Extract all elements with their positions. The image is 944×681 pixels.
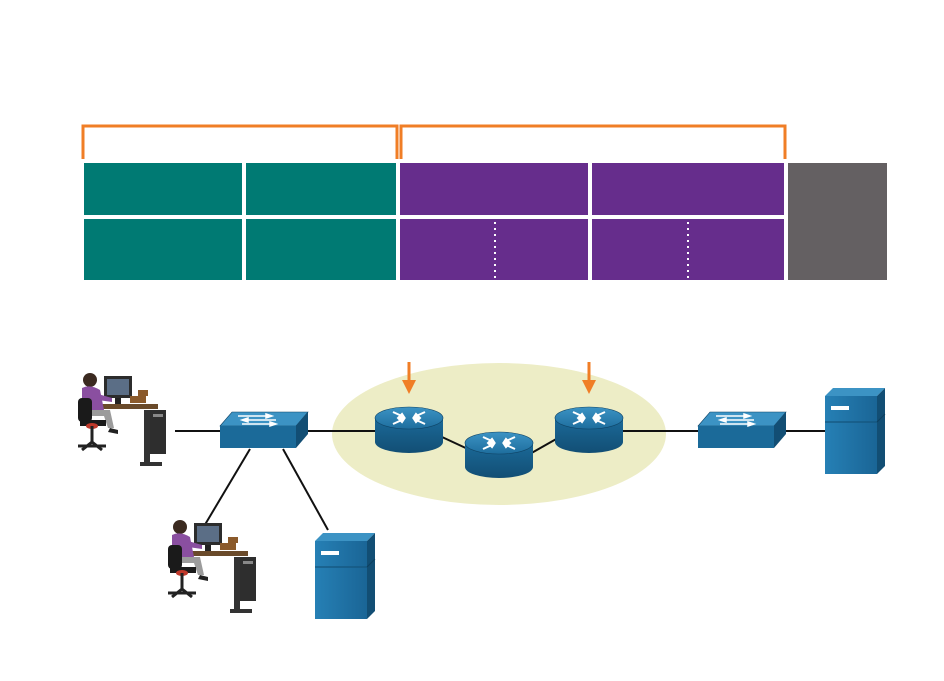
router-1[interactable]: [374, 406, 444, 454]
server-icon: [824, 387, 886, 475]
bracket-left: [81, 124, 399, 159]
router-3[interactable]: [554, 406, 624, 454]
switch-2[interactable]: [697, 411, 787, 449]
router-icon: [374, 406, 444, 454]
teal-cell-1: [84, 163, 242, 215]
switch-icon: [219, 411, 309, 449]
router-icon: [464, 431, 534, 479]
server-icon: [314, 532, 376, 620]
teal-cell-2: [246, 163, 396, 215]
server-2[interactable]: [824, 387, 886, 475]
teal-cell-4: [246, 219, 396, 280]
host-pc-2[interactable]: [166, 518, 258, 615]
server-1[interactable]: [314, 532, 376, 620]
switch-1[interactable]: [219, 411, 309, 449]
frame-header-table: [84, 163, 887, 280]
links: [175, 430, 826, 531]
pc-icon: [76, 371, 168, 468]
router-icon: [554, 406, 624, 454]
pc-icon: [166, 518, 258, 615]
host-pc-1[interactable]: [76, 371, 168, 468]
teal-cell-3: [84, 219, 242, 280]
teal-section: [84, 163, 396, 280]
link-switch1-server1: [282, 448, 329, 531]
link-switch1-pc2: [202, 448, 251, 529]
gray-cell: [788, 163, 887, 280]
bracket-right: [399, 124, 787, 159]
purple-cell-1: [400, 163, 588, 215]
header-brackets: [81, 124, 787, 159]
router-2[interactable]: [464, 431, 534, 479]
switch-icon: [697, 411, 787, 449]
purple-cell-2: [592, 163, 784, 215]
purple-section: [400, 163, 784, 280]
